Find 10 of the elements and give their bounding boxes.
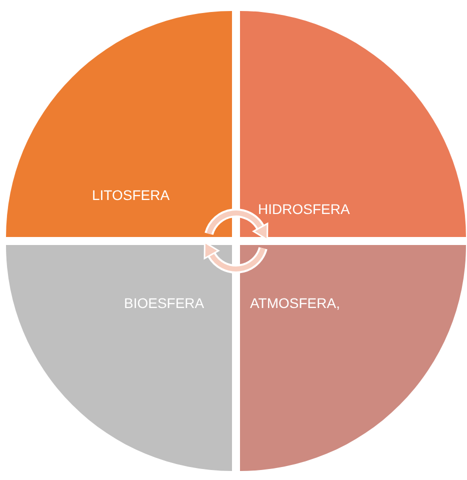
curved-arrow bbox=[204, 208, 268, 241]
segment-label: ATMOSFERA, bbox=[250, 295, 340, 311]
segment-label: BIOESFERA bbox=[124, 295, 204, 311]
quadrant-segment bbox=[240, 11, 466, 237]
quadrant-segment bbox=[6, 11, 232, 237]
segment-label: HIDROSFERA bbox=[258, 201, 350, 217]
quadrant-segment bbox=[6, 245, 232, 471]
curved-arrow bbox=[204, 241, 268, 274]
segment-label: LITOSFERA bbox=[92, 187, 170, 203]
quadrant-segment bbox=[240, 245, 466, 471]
